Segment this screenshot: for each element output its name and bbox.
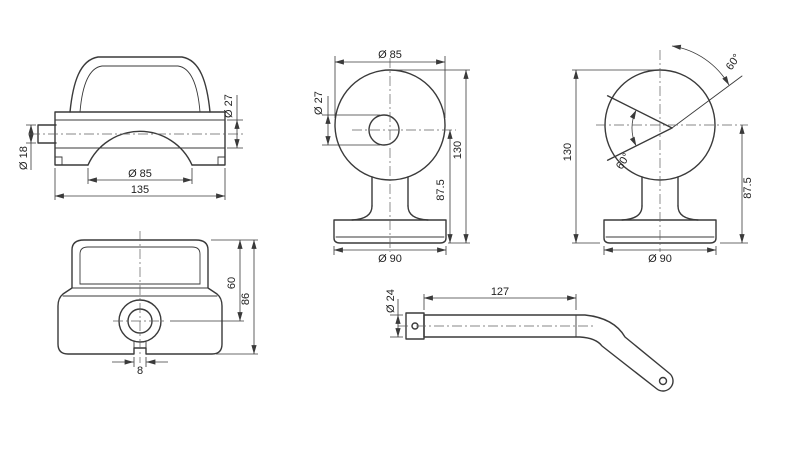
bore-lines — [54, 119, 226, 149]
dim-label-slot-width: 8 — [137, 365, 143, 377]
foot-steps — [54, 156, 226, 166]
dome-inner-wall — [79, 65, 201, 113]
extension-line — [334, 56, 446, 118]
rod-and-bend — [423, 314, 674, 392]
view-handle: 127 Ø 24 — [385, 286, 674, 392]
dome-footprint — [79, 246, 201, 285]
cross-hole — [368, 114, 400, 146]
dim-label-center-offset: 60 — [226, 277, 238, 289]
dim-label-head-diameter: Ø 85 — [378, 49, 402, 61]
stem — [371, 176, 409, 207]
swivel-reference-line — [671, 75, 743, 129]
view-ball-swivel: 60° 60° 130 87.5 Ø 90 — [562, 44, 754, 265]
dim-label-overall-depth: 86 — [240, 293, 252, 305]
housing-top-dimensions: 60 86 8 — [112, 239, 258, 377]
dim-label-rod-length: 127 — [491, 286, 509, 298]
dim-label-overall-width: 135 — [131, 184, 149, 196]
angle-arc — [629, 109, 637, 147]
base — [333, 219, 447, 244]
dim-label-angle-lower: 60° — [614, 151, 633, 171]
dim-label-bore-diameter: Ø 27 — [223, 94, 235, 118]
ball-front-dimensions: Ø 85 Ø 27 130 87.5 Ø 90 — [313, 49, 470, 265]
tip-hole — [658, 376, 668, 386]
dim-label-angle-upper: 60° — [724, 52, 743, 73]
dim-label-overall-height: 130 — [562, 143, 574, 161]
housing-dome — [69, 56, 211, 113]
housing-side-details — [54, 65, 226, 166]
view-housing-top: 60 86 8 — [57, 231, 258, 377]
dim-label-socket-diameter: Ø 85 — [128, 168, 152, 180]
view-housing-side: Ø 27 Ø 18 Ø 85 135 — [18, 56, 246, 200]
ball-swivel-dimensions: 60° 60° 130 87.5 Ø 90 — [562, 44, 754, 265]
dim-label-base-diameter: Ø 90 — [648, 253, 672, 265]
base — [603, 219, 717, 244]
housing-side-dimensions: Ø 27 Ø 18 Ø 85 135 — [18, 94, 243, 200]
ball-front-outline — [333, 69, 447, 244]
dim-label-overall-height: 130 — [452, 141, 464, 159]
socket-arc — [87, 130, 193, 166]
housing-body — [54, 111, 226, 166]
dim-label-base-diameter: Ø 90 — [378, 253, 402, 265]
extension-line — [133, 357, 147, 367]
dim-label-rod-diameter: Ø 24 — [385, 289, 397, 313]
stem — [641, 176, 679, 207]
dim-label-center-height: 87.5 — [742, 177, 754, 198]
dim-label-center-height: 87.5 — [435, 179, 447, 200]
dim-label-hole-diameter: Ø 27 — [313, 91, 325, 115]
slot-lines — [133, 340, 147, 349]
handle-outline — [405, 312, 674, 392]
handle-dimensions: 127 Ø 24 — [385, 286, 577, 338]
dim-label-shaft-diameter: Ø 18 — [18, 146, 30, 170]
extension-line — [322, 114, 380, 146]
view-ball-front: Ø 85 Ø 27 130 87.5 Ø 90 — [313, 49, 470, 265]
angle-arc — [671, 44, 730, 86]
housing-side-outline — [37, 56, 226, 166]
wedge-notch — [606, 95, 673, 161]
